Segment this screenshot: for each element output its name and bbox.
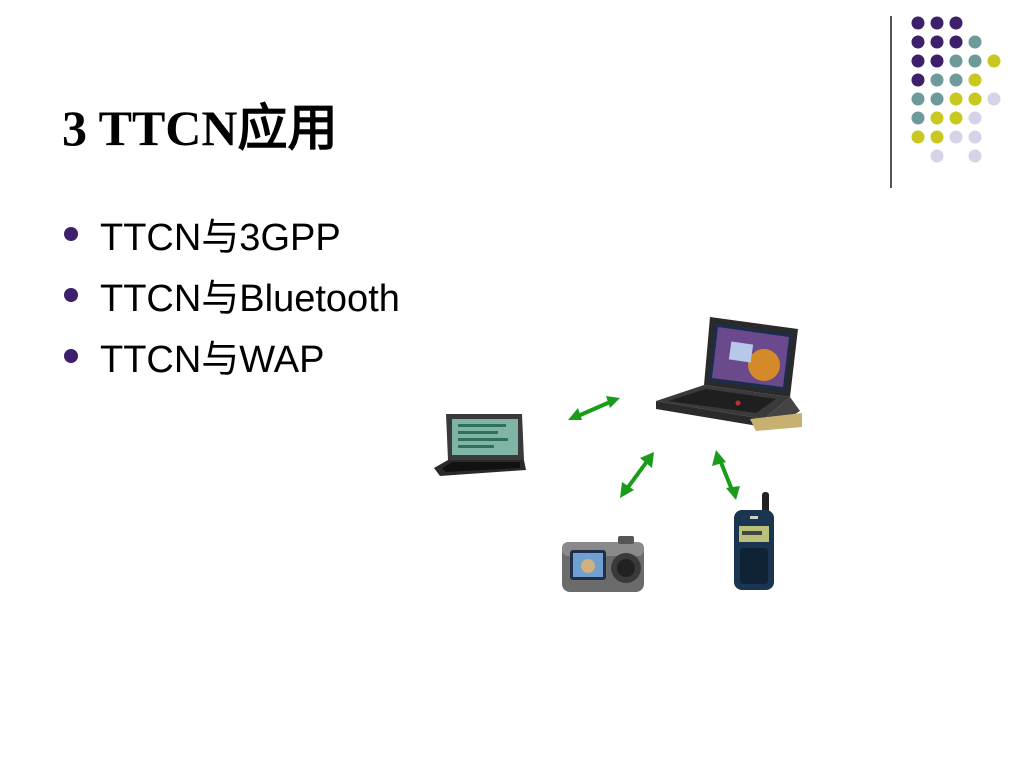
- bullet-text: TTCN与WAP: [100, 339, 325, 381]
- handheld-pc-icon: [434, 414, 526, 476]
- double-arrow-icon: [712, 450, 740, 500]
- double-arrow-icon: [620, 452, 654, 498]
- bullet-dot-icon: [64, 348, 78, 363]
- digital-camera-icon: [562, 536, 644, 592]
- double-arrow-icon: [568, 396, 620, 420]
- slide-title: 3 TTCN应用: [62, 100, 338, 156]
- bullet-text: TTCN与Bluetooth: [100, 278, 400, 320]
- decorative-dot-grid: [911, 16, 1001, 163]
- bullet-dot-icon: [64, 226, 78, 241]
- laptop-icon: [656, 317, 802, 431]
- bullet-item: TTCN与3GPP: [64, 203, 400, 264]
- bullet-list: TTCN与3GPP TTCN与Bluetooth TTCN与WAP: [64, 203, 400, 386]
- bullet-item: TTCN与Bluetooth: [64, 264, 400, 325]
- bullet-text: TTCN与3GPP: [100, 217, 341, 259]
- header-divider: [890, 16, 892, 188]
- mobile-phone-icon: [734, 492, 774, 590]
- bullet-dot-icon: [64, 287, 78, 302]
- bullet-item: TTCN与WAP: [64, 325, 400, 386]
